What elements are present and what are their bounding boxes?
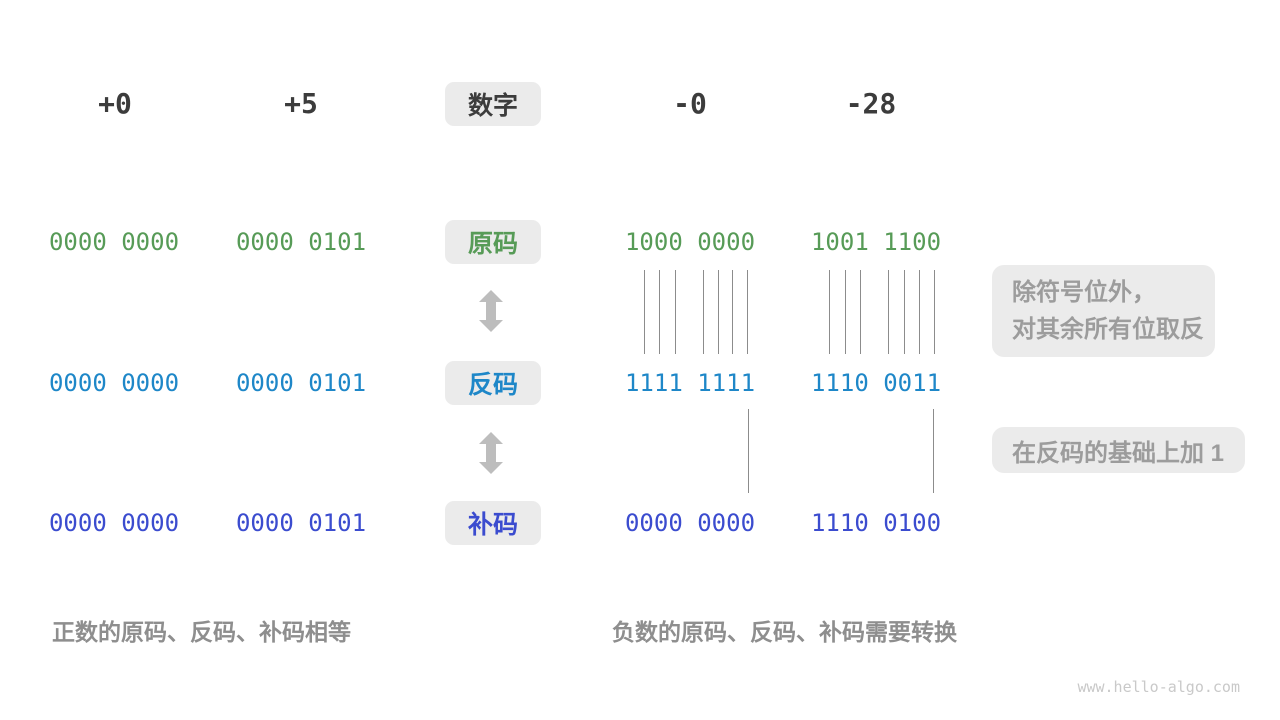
double-arrow-icon [479,290,503,332]
bit-connector-line [888,270,889,354]
note-add-one-text: 在反码的基础上加 1 [1012,439,1225,467]
caption-negative-numbers: 负数的原码、反码、补码需要转换 [612,619,957,645]
binary-value: 1110 0011 [810,369,942,397]
binary-value: 1001 1100 [810,228,942,256]
bit-connector-line [732,270,733,354]
number-plus-0: +0 [98,87,132,120]
bit-connector-line [644,270,645,354]
label-box-number: 数字 [445,82,541,126]
binary-value: 0000 0101 [235,509,367,537]
binary-value: 1110 0100 [810,509,942,537]
note-invert-bits-line1: 除符号位外， [1012,279,1156,306]
label-box-twos-complement: 补码 [445,501,541,545]
binary-value: 0000 0000 [48,228,180,256]
note-invert-bits-line2: 对其余所有位取反 [1012,316,1204,343]
binary-value: 0000 0000 [624,509,756,537]
double-arrow-icon [479,432,503,474]
bit-connector-line [934,270,935,354]
binary-value: 0000 0101 [235,369,367,397]
bit-connector-line [933,409,934,493]
note-invert-bits: 除符号位外， 对其余所有位取反 [992,265,1215,357]
bit-connector-line [860,270,861,354]
bit-connector-line [675,270,676,354]
number-plus-5: +5 [284,87,318,120]
label-box-sign-magnitude: 原码 [445,220,541,264]
binary-value: 0000 0000 [48,509,180,537]
bit-connector-line [747,270,748,354]
bit-connector-line [829,270,830,354]
bit-connector-line [718,270,719,354]
bit-connector-line [703,270,704,354]
caption-positive-numbers: 正数的原码、反码、补码相等 [52,619,351,645]
bit-connector-line [904,270,905,354]
binary-value: 1000 0000 [624,228,756,256]
number-minus-0: -0 [673,87,707,120]
binary-value: 0000 0101 [235,228,367,256]
bit-connector-line [845,270,846,354]
note-add-one: 在反码的基础上加 1 [992,427,1245,473]
number-minus-28: -28 [845,87,897,120]
binary-value: 1111 1111 [624,369,756,397]
bit-connector-line [919,270,920,354]
binary-value: 0000 0000 [48,369,180,397]
label-box-ones-complement: 反码 [445,361,541,405]
bit-connector-line [659,270,660,354]
bit-connector-line [748,409,749,493]
watermark-url: www.hello-algo.com [1077,678,1240,696]
